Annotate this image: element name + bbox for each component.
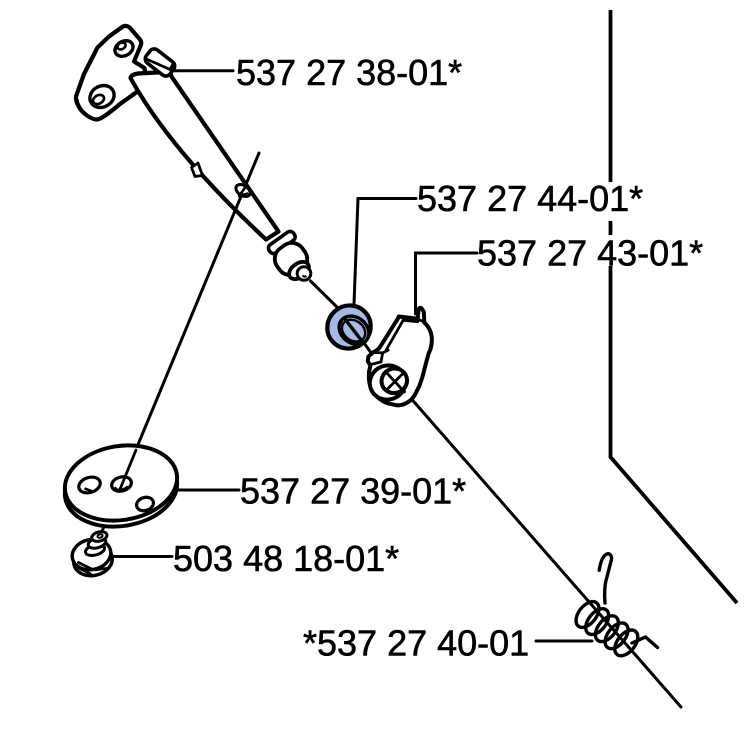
svg-text:537 27 44-01*: 537 27 44-01* <box>417 178 643 219</box>
svg-text:537 27 38-01*: 537 27 38-01* <box>236 52 462 93</box>
svg-text:537 27 43-01*: 537 27 43-01* <box>477 233 703 274</box>
svg-text:503 48 18-01*: 503 48 18-01* <box>173 538 399 579</box>
svg-text:*537 27 40-01: *537 27 40-01 <box>303 623 529 664</box>
svg-text:537 27 39-01*: 537 27 39-01* <box>240 471 466 512</box>
